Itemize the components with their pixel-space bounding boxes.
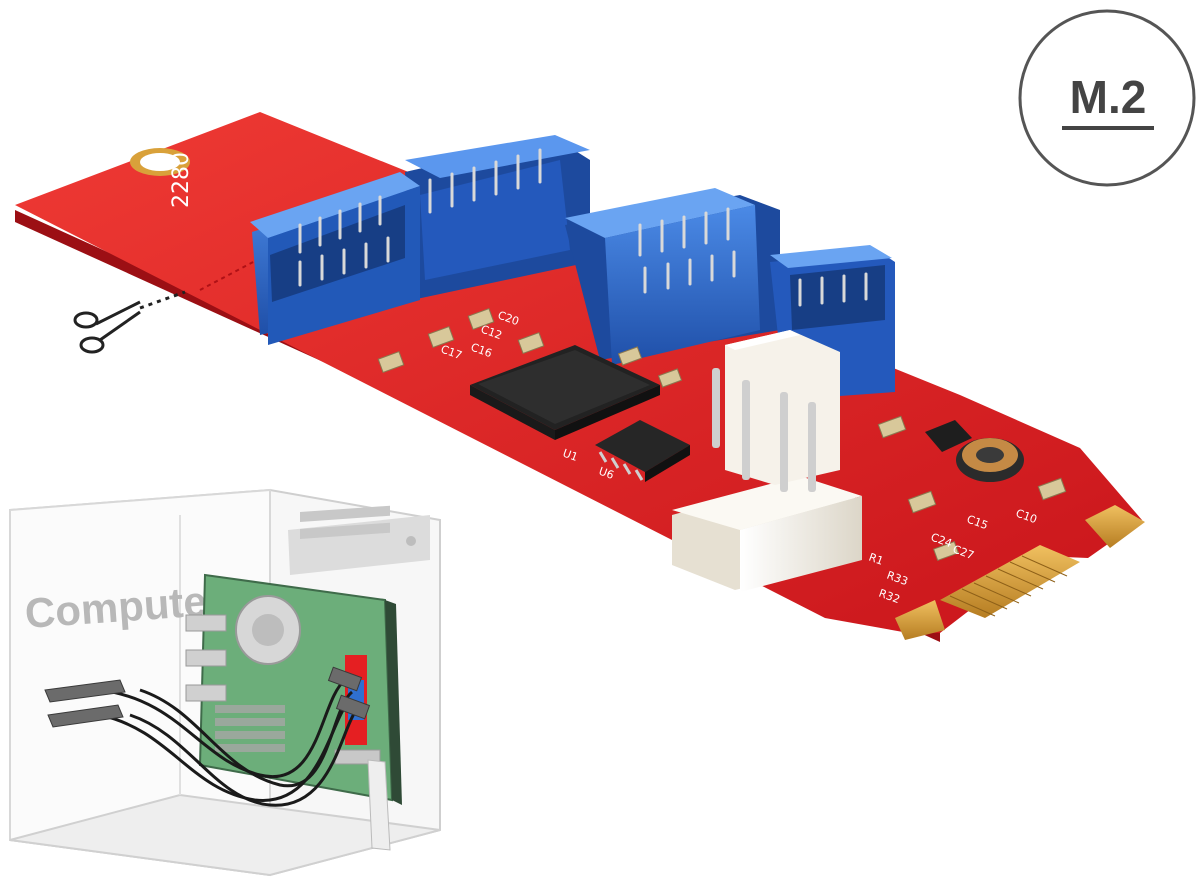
m2-card: 2280: [15, 112, 1145, 642]
smd-components: [377, 308, 1067, 562]
silk-label: R1: [867, 551, 885, 568]
small-ic: [595, 420, 690, 482]
scissors-icon: [73, 290, 186, 354]
inductor: [956, 438, 1024, 482]
gold-edge-contacts: [895, 505, 1145, 640]
silk-label: U1: [561, 447, 580, 464]
power-connector: [672, 330, 862, 592]
usb-header-left: [250, 135, 590, 345]
drive-bay: [288, 505, 430, 575]
usb-plugs: [44, 666, 371, 728]
computer-illustration: Computer: [9, 488, 441, 877]
card-size-label: 2280: [169, 152, 194, 208]
slot-bracket: [367, 759, 391, 851]
mounting-hole: [130, 148, 190, 176]
small-transistor: [925, 420, 972, 452]
badge-label: M.2: [1070, 71, 1147, 123]
motherboard: [185, 573, 402, 805]
usb-cables: [99, 678, 357, 807]
controller-chip: [470, 345, 660, 440]
silk-label: U6: [597, 465, 616, 482]
m2-badge: M.2: [1018, 9, 1196, 187]
